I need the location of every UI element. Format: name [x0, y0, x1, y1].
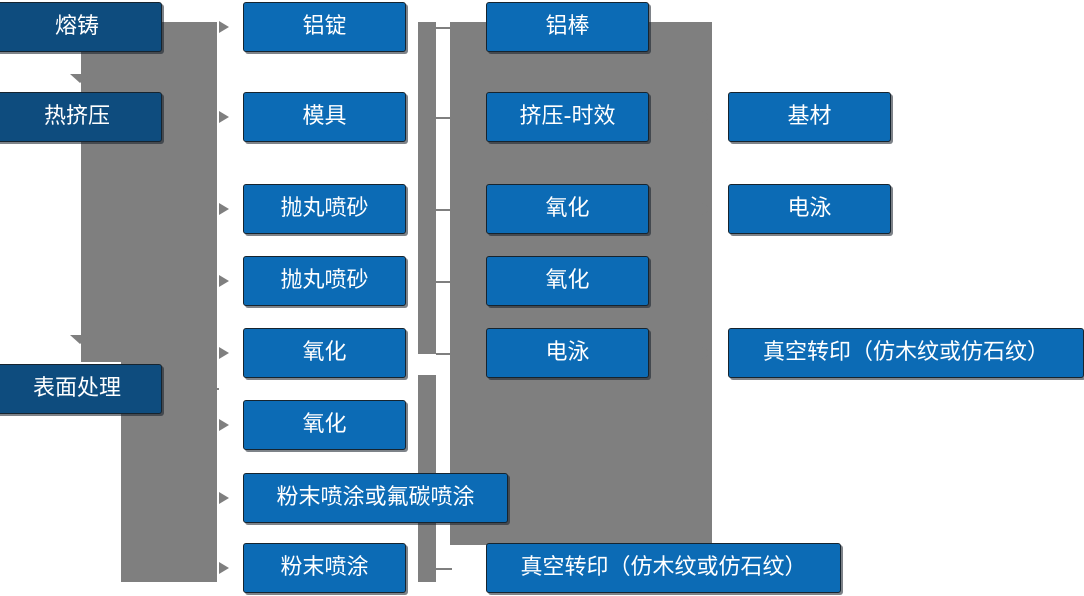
output-label: 真空转印（仿木纹或仿石纹）: [762, 339, 1049, 365]
spine-left-upper: [81, 22, 121, 362]
arrowhead-col2-4: [219, 275, 229, 287]
process-box-col3-oxidation-2[interactable]: 氧化: [486, 256, 649, 306]
process-box-shot-blast-1[interactable]: 抛丸喷砂: [243, 184, 406, 234]
process-box-aluminum-ingot[interactable]: 铝锭: [243, 2, 406, 52]
arrowhead-col4-1: [702, 111, 712, 123]
arrowhead-col2-1: [219, 21, 229, 33]
output-box-electrophoresis[interactable]: 电泳: [728, 184, 891, 234]
notch-extrude-to-surface: [70, 335, 90, 344]
arrowhead-col4-2: [702, 203, 712, 215]
link-col3-6: [436, 568, 452, 570]
arrowhead-col2-3: [219, 203, 229, 215]
process-box-shot-blast-2[interactable]: 抛丸喷砂: [243, 256, 406, 306]
process-label: 氧化: [302, 411, 347, 437]
process-box-oxidation-1[interactable]: 氧化: [243, 328, 406, 378]
arrowhead-col2-2: [219, 111, 229, 123]
process-box-col3-electrophoresis[interactable]: 电泳: [486, 328, 649, 378]
process-label: 模具: [302, 103, 347, 129]
stage-box-surface-treatment[interactable]: 表面处理: [0, 364, 162, 414]
output-label: 基材: [787, 103, 832, 129]
arrowhead-col2-5: [219, 347, 229, 359]
stage-label: 表面处理: [32, 375, 121, 401]
process-box-powder-coating[interactable]: 粉末喷涂: [243, 543, 406, 593]
link-surface-treatment: [163, 388, 219, 390]
process-label: 氧化: [545, 195, 590, 221]
process-box-col3-vacuum-transfer[interactable]: 真空转印（仿木纹或仿石纹）: [486, 543, 841, 593]
process-box-powder-or-pvdf[interactable]: 粉末喷涂或氟碳喷涂: [243, 473, 508, 523]
notch-melt-to-extrude: [70, 74, 90, 83]
process-label: 抛丸喷砂: [280, 267, 369, 293]
stage-box-hot-extrusion[interactable]: 热挤压: [0, 92, 162, 142]
arrowhead-col2-7: [219, 492, 229, 504]
arrowhead-col4-3: [702, 347, 712, 359]
link-col3-1: [436, 27, 452, 29]
process-box-col3-oxidation-1[interactable]: 氧化: [486, 184, 649, 234]
stage-box-melt-cast[interactable]: 熔铸: [0, 2, 162, 52]
process-box-aluminum-bar[interactable]: 铝棒: [486, 2, 649, 52]
process-label: 抛丸喷砂: [280, 195, 369, 221]
process-box-oxidation-2[interactable]: 氧化: [243, 400, 406, 450]
stage-label: 熔铸: [54, 13, 99, 39]
process-box-extrude-aging[interactable]: 挤压-时效: [486, 92, 649, 142]
arrowhead-col2-8: [219, 562, 229, 574]
spine-mid-inner-upper: [418, 22, 436, 354]
process-label: 氧化: [545, 267, 590, 293]
process-label: 氧化: [302, 339, 347, 365]
process-label: 电泳: [545, 339, 590, 365]
link-col3-4: [436, 281, 452, 283]
process-label: 铝棒: [545, 13, 590, 39]
link-col3-5: [436, 353, 452, 355]
stage-label: 热挤压: [43, 103, 110, 129]
process-label: 粉末喷涂或氟碳喷涂: [276, 484, 475, 510]
output-box-vacuum-transfer[interactable]: 真空转印（仿木纹或仿石纹）: [728, 328, 1084, 378]
process-label: 铝锭: [302, 13, 347, 39]
link-col3-3: [436, 209, 452, 211]
output-box-substrate[interactable]: 基材: [728, 92, 891, 142]
output-label: 电泳: [787, 195, 832, 221]
link-col3-2: [436, 117, 452, 119]
process-label: 挤压-时效: [519, 103, 616, 129]
process-box-die[interactable]: 模具: [243, 92, 406, 142]
process-label: 粉末喷涂: [280, 554, 369, 580]
arrowhead-col2-6: [219, 419, 229, 431]
process-label: 真空转印（仿木纹或仿石纹）: [520, 554, 807, 580]
